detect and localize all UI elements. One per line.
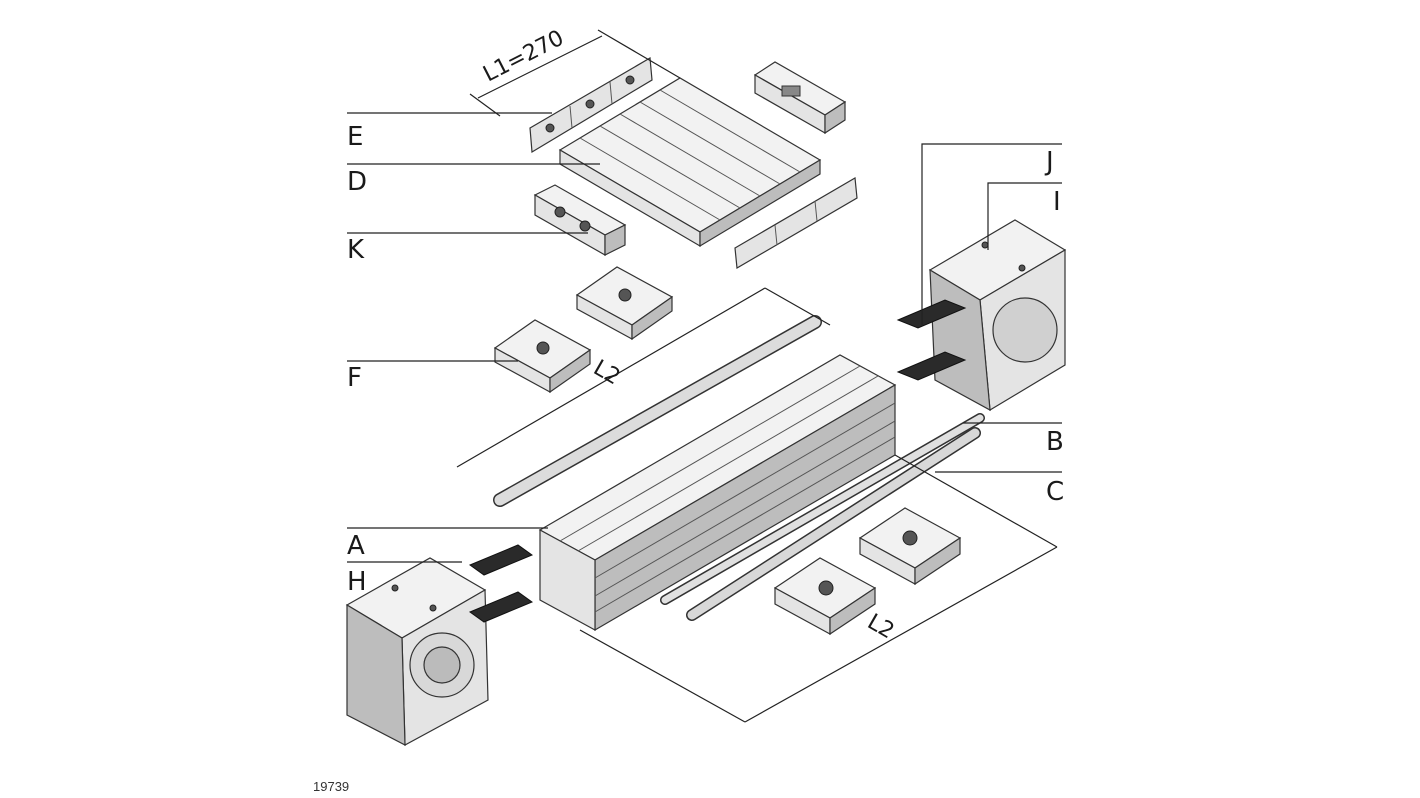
- main-aluminium-profile: [538, 354, 897, 632]
- dimension-lines: [456, 29, 1058, 723]
- drive-housing-right: [928, 219, 1067, 412]
- carriage-lower-2: [858, 507, 962, 586]
- connector-block-k: [533, 184, 627, 257]
- callout-f: F: [347, 363, 362, 393]
- callout-d: D: [347, 167, 367, 197]
- dimension-l1: L1=270: [479, 26, 568, 88]
- callout-e: E: [347, 122, 363, 152]
- callout-a: A: [347, 531, 365, 561]
- callout-j: J: [1044, 147, 1054, 177]
- dimension-l2-upper: L2: [589, 356, 624, 391]
- clamp-block-top: [753, 61, 847, 135]
- table-plate-assembly: [558, 77, 822, 248]
- callout-h: H: [347, 567, 367, 597]
- reference-number: 19739: [313, 779, 349, 794]
- end-plate-e: [529, 57, 653, 154]
- callout-i: I: [1053, 187, 1061, 217]
- black-strips-left: [468, 544, 534, 623]
- guide-rod-b: [660, 413, 985, 605]
- callout-labels: E D K F A H J I B C: [347, 122, 1064, 597]
- drive-housing-left: [345, 557, 489, 747]
- black-strips-right: [896, 299, 967, 381]
- carriage-f-1: [493, 319, 592, 394]
- guide-rod-c: [686, 427, 981, 621]
- carriage-lower-1: [773, 557, 877, 636]
- callout-k: K: [347, 235, 365, 265]
- leader-lines: [347, 112, 1062, 563]
- guide-rod-upper: [493, 315, 822, 507]
- carriage-f-2: [575, 266, 674, 341]
- dark-strip-plate: [734, 177, 858, 269]
- callout-c: C: [1046, 477, 1064, 507]
- callout-b: B: [1046, 427, 1064, 457]
